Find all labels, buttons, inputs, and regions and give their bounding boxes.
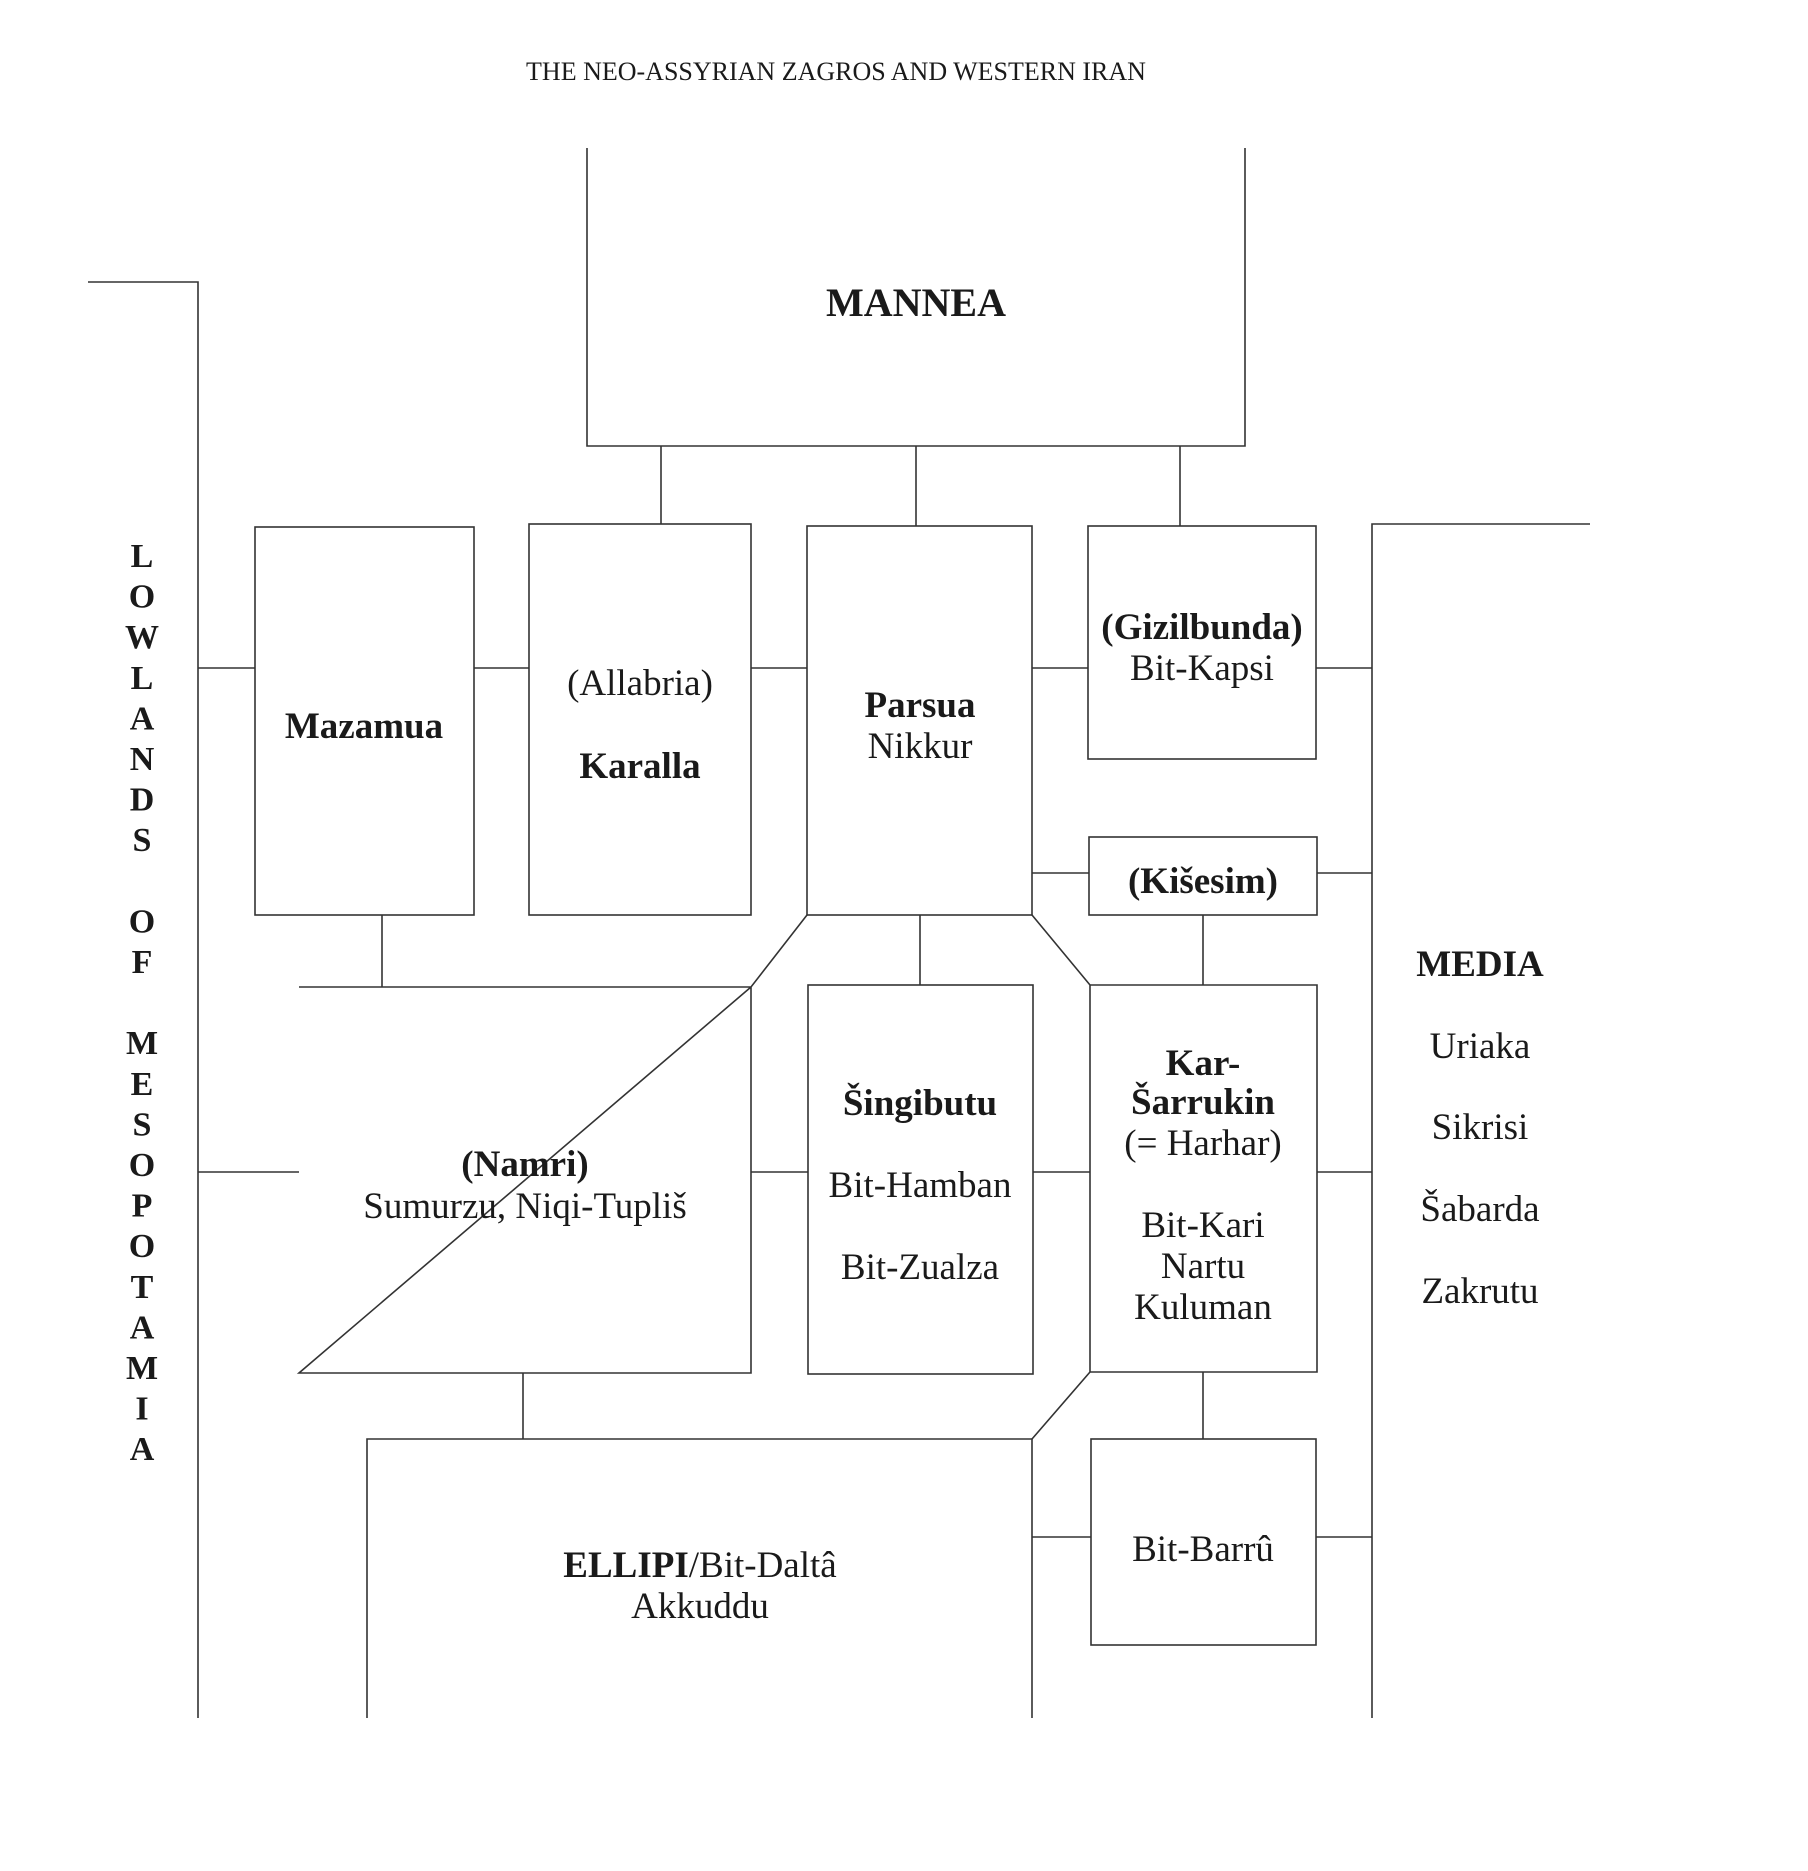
kuluman-label: Kuluman <box>1134 1287 1272 1328</box>
namri-label: (Namri) <box>461 1144 588 1185</box>
lowlands-letter: S <box>133 1106 152 1143</box>
karalla-box <box>528 523 752 916</box>
sumurzu-label: Sumurzu, Niqi-Tupliš <box>363 1186 686 1227</box>
uriaka-label: Uriaka <box>1430 1026 1531 1067</box>
mannea-label: MANNEA <box>826 280 1006 325</box>
lowlands-letter: S <box>133 822 152 859</box>
lowlands-letter: O <box>129 903 155 940</box>
bit-kapsi-label: Bit-Kapsi <box>1130 648 1274 689</box>
lowlands-letter: T <box>131 1269 154 1306</box>
lowlands-letter: A <box>130 1309 155 1346</box>
lowlands-letter: W <box>125 619 159 656</box>
connectors <box>198 446 1372 1538</box>
lowlands-letter: A <box>130 700 155 737</box>
bit-zualza-label: Bit-Zualza <box>841 1247 999 1288</box>
bit-dalta-label: /Bit-Daltâ <box>689 1545 837 1586</box>
bit-barru-label: Bit-Barrû <box>1132 1529 1274 1570</box>
sikrisi-label: Sikrisi <box>1432 1107 1529 1148</box>
zakrutu-label: Zakrutu <box>1421 1271 1538 1312</box>
allabria-label: (Allabria) <box>567 663 713 704</box>
gizilbunda-label: (Gizilbunda) <box>1101 607 1303 648</box>
karsarrukin-box <box>1031 914 1318 1440</box>
lowlands-letter: L <box>131 538 154 575</box>
lowlands-letter: L <box>131 660 154 697</box>
sabarda-label: Šabarda <box>1420 1188 1539 1230</box>
ellipi-label: ELLIPI <box>563 1545 688 1586</box>
lowlands-letter: N <box>130 741 155 778</box>
bit-kari-label: Bit-Kari <box>1141 1205 1264 1246</box>
namri-box <box>296 914 808 1374</box>
akkuddu-label: Akkuddu <box>631 1586 769 1627</box>
lowlands-letter: O <box>129 1147 155 1184</box>
ellipi-label-group: ELLIPI/Bit-Daltâ <box>563 1545 836 1586</box>
karalla-label: Karalla <box>579 746 700 787</box>
nikkur-label: Nikkur <box>868 726 973 767</box>
lowlands-letter: O <box>129 1228 155 1265</box>
page-title: THE NEO-ASSYRIAN ZAGROS AND WESTERN IRAN <box>526 57 1146 86</box>
lowlands-letter: P <box>132 1188 153 1225</box>
gizilbunda-box <box>1087 525 1317 760</box>
bit-hamban-label: Bit-Hamban <box>829 1165 1012 1206</box>
lowlands-letter: O <box>129 579 155 616</box>
singibutu-label: Šingibutu <box>843 1081 997 1124</box>
lowlands-letter: D <box>130 782 155 819</box>
lowlands-letter: F <box>132 944 153 981</box>
lowlands-letter: E <box>131 1066 154 1103</box>
ellipi-box <box>366 1438 1033 1718</box>
kar-label: Kar- <box>1166 1043 1241 1084</box>
harhar-label: (= Harhar) <box>1124 1123 1281 1164</box>
lowlands-letter: I <box>135 1391 148 1428</box>
lowlands-letter: M <box>126 1350 158 1387</box>
lowlands-letter: A <box>130 1431 155 1468</box>
sarrukin-label: Šarrukin <box>1131 1080 1275 1123</box>
kisesim-label: (Kišesim) <box>1128 861 1278 902</box>
lowlands-boundary <box>88 281 199 1718</box>
nartu-label: Nartu <box>1161 1246 1245 1287</box>
mazamua-label: Mazamua <box>285 706 443 747</box>
media-label: MEDIA <box>1416 944 1544 985</box>
lowlands-letter: M <box>126 1025 158 1062</box>
parsua-label: Parsua <box>865 685 976 726</box>
media-boundary <box>1371 523 1590 1718</box>
mazamua-box <box>254 526 475 916</box>
